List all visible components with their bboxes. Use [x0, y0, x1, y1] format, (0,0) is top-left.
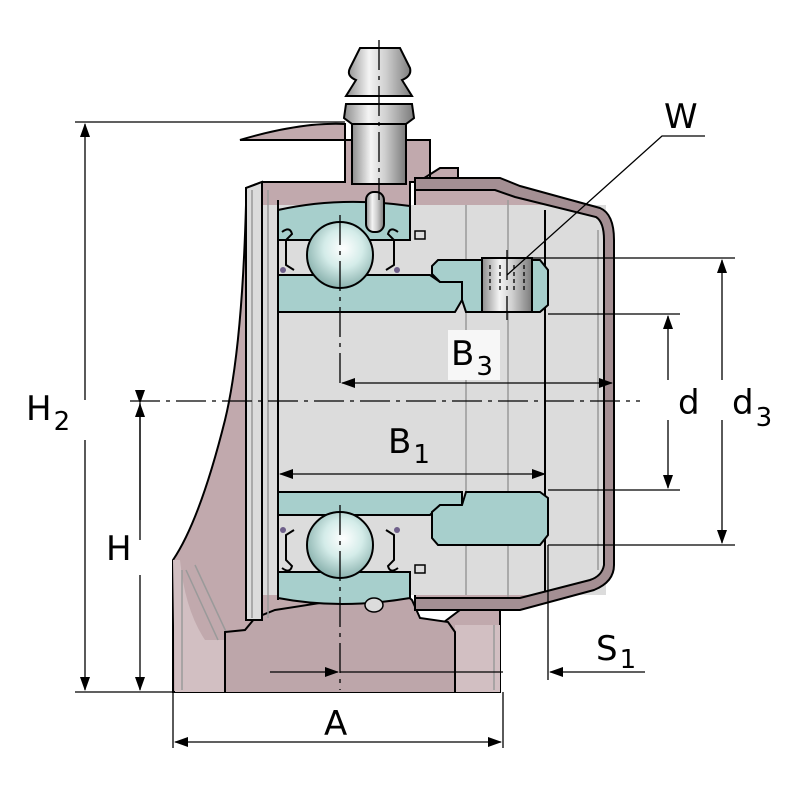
- housing-foot-right: [455, 625, 500, 692]
- housing-chamfer-line: [185, 569, 219, 641]
- cover-tab: [414, 230, 426, 240]
- label-d3: d3: [732, 383, 772, 433]
- collar-lower: [431, 491, 549, 546]
- inner-ring-upper: [277, 274, 463, 313]
- end-cover: [414, 177, 615, 611]
- nipple-head: [344, 47, 414, 97]
- shaft-body: [246, 205, 606, 595]
- cover-tab: [414, 564, 426, 574]
- seal-lip: [394, 267, 400, 273]
- label-w: W: [664, 97, 698, 137]
- labels: H2 H A B1 B3 d d3 S1 W: [26, 97, 772, 744]
- seal-right-lower: [385, 529, 399, 572]
- seal-lip: [394, 527, 400, 533]
- label-b1: B1: [388, 422, 430, 470]
- label-h2: H2: [26, 389, 70, 437]
- label-a: A: [324, 704, 347, 744]
- lube-groove: [364, 597, 384, 613]
- seal-lip: [280, 267, 286, 273]
- lube-channel: [365, 191, 385, 233]
- center-lines: [130, 40, 640, 690]
- seal-left-lower: [281, 529, 295, 572]
- housing-chamfer-line: [194, 564, 229, 637]
- bearing-upper: [277, 191, 549, 313]
- w-leader-line: [506, 135, 705, 276]
- outer-ring-lower: [277, 571, 411, 605]
- end-cover-shell: [414, 177, 615, 611]
- label-d: d: [678, 383, 700, 423]
- housing-bore-strip: [245, 180, 263, 621]
- seal-right-upper: [385, 228, 399, 271]
- seal-lip: [280, 527, 286, 533]
- label-h: H: [106, 529, 132, 569]
- b3-label-background: [448, 330, 500, 380]
- dimensions: [75, 121, 735, 748]
- seal-left-upper: [281, 228, 295, 271]
- housing-foot-left: [173, 560, 225, 692]
- label-s1: S1: [596, 629, 636, 675]
- label-b3: B3: [451, 334, 493, 382]
